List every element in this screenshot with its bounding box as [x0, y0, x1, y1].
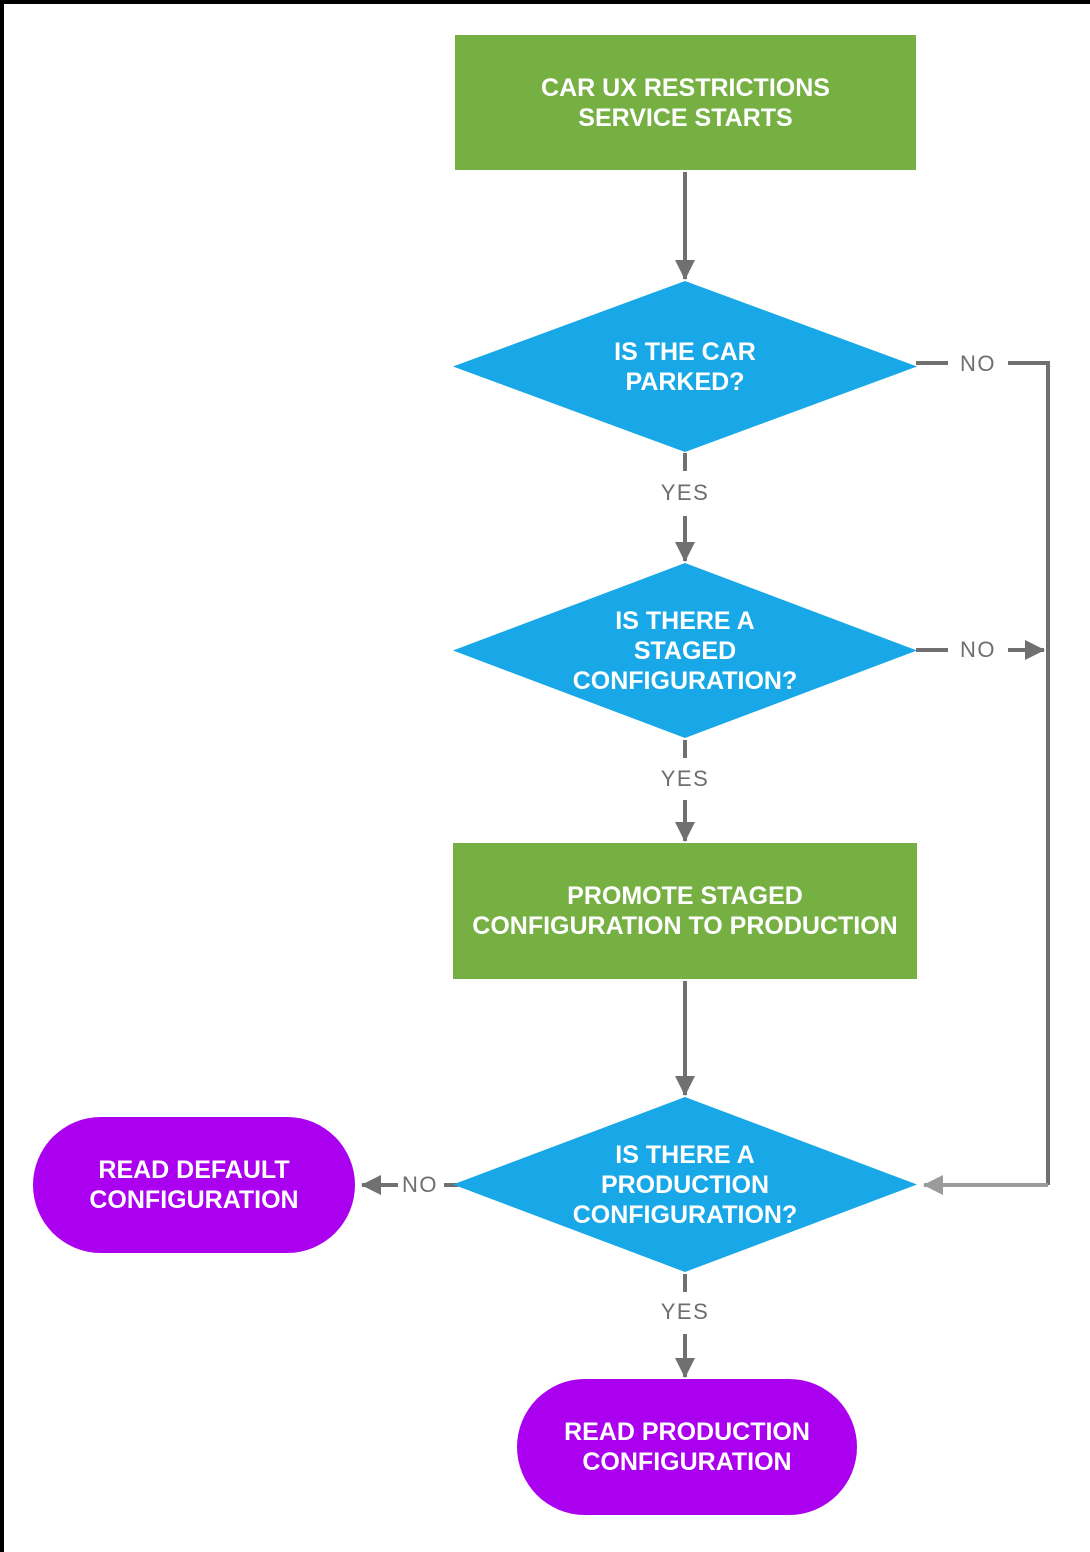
node-service-starts: CAR UX RESTRICTIONS SERVICE STARTS — [455, 35, 916, 170]
node-is-production-configuration-label: IS THERE A PRODUCTION CONFIGURATION? — [572, 1140, 798, 1229]
node-service-starts-label: CAR UX RESTRICTIONS SERVICE STARTS — [541, 73, 830, 132]
node-read-default: READ DEFAULT CONFIGURATION — [33, 1117, 355, 1253]
node-read-production: READ PRODUCTION CONFIGURATION — [517, 1379, 857, 1515]
edge-parked-no-bypass — [1008, 361, 1050, 1185]
edge-label-production-yes: YES — [660, 1299, 710, 1324]
node-is-car-parked-label: IS THE CAR PARKED? — [614, 337, 756, 396]
edge-label-staged-no: NO — [960, 637, 996, 662]
edge-label-parked-no: NO — [960, 351, 996, 376]
node-read-production-label: READ PRODUCTION CONFIGURATION — [564, 1418, 810, 1476]
edge-label-staged-yes: YES — [660, 766, 710, 791]
node-promote-staged-label: PROMOTE STAGED CONFIGURATION TO PRODUCTI… — [472, 882, 898, 940]
edge-label-production-no: NO — [402, 1172, 438, 1197]
node-is-staged-configuration-label: IS THERE A STAGED CONFIGURATION? — [572, 606, 798, 695]
page-border-left — [0, 0, 4, 1552]
node-read-default-label: READ DEFAULT CONFIGURATION — [89, 1156, 299, 1214]
edge-label-parked-yes: YES — [660, 480, 710, 505]
page-border-top — [0, 0, 1090, 4]
node-promote-staged: PROMOTE STAGED CONFIGURATION TO PRODUCTI… — [453, 843, 917, 979]
